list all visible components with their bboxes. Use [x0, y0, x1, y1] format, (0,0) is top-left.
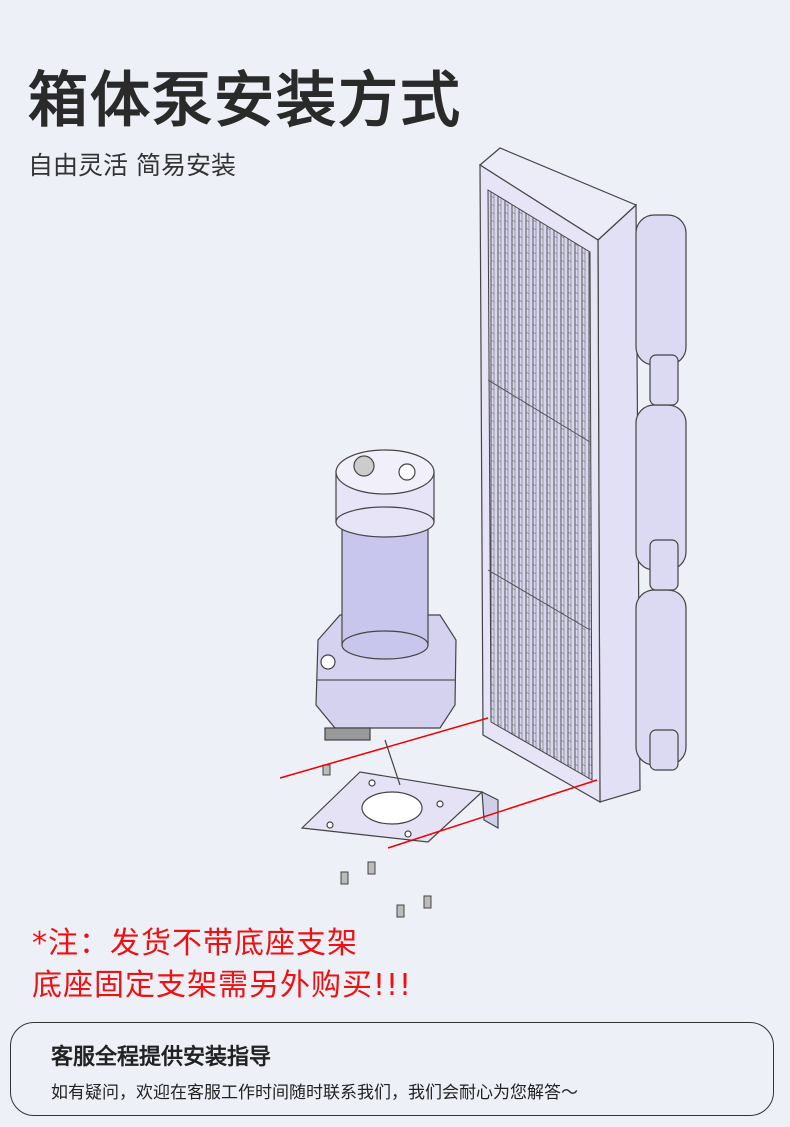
page-subtitle: 自由灵活 简易安装	[28, 151, 236, 180]
note-no-bracket: *注：发货不带底座支架	[32, 926, 358, 961]
service-heading: 客服全程提供安装指导	[51, 1045, 272, 1070]
note-buy-separately: 底座固定支架需另外购买!!!	[32, 968, 413, 1003]
pump-reservoir	[315, 449, 457, 741]
radiator	[478, 147, 641, 804]
service-text: 如有疑问，欢迎在客服工作时间随时联系我们，我们会耐心为您解答～	[51, 1083, 578, 1103]
alignment-lines	[279, 717, 598, 849]
screws	[322, 764, 432, 918]
mounting-bracket	[300, 739, 499, 843]
page-title: 箱体泵安装方式	[28, 66, 462, 136]
service-info-box: 客服全程提供安装指导 如有疑问，欢迎在客服工作时间随时联系我们，我们会耐心为您解…	[10, 1022, 774, 1116]
radiator-fans	[635, 214, 687, 771]
